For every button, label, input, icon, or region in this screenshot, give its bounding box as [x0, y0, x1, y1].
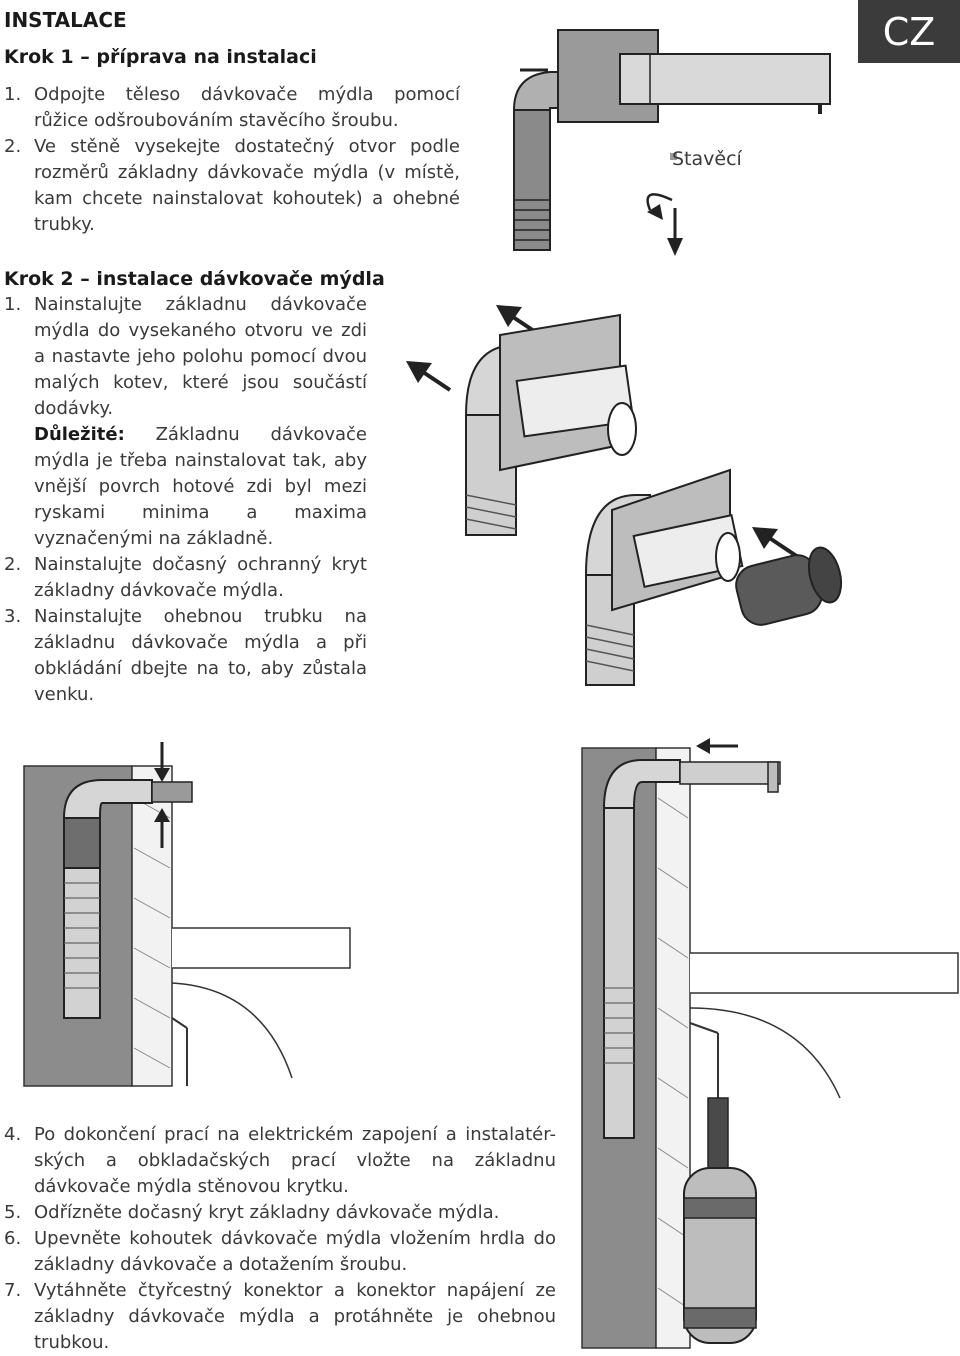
step-text: Nainstalujte základnu dávkovače mýdla do… — [34, 294, 367, 419]
figure-mounted-dispenser — [581, 738, 959, 1349]
step-text: Odřízněte dočasný kryt základny dávkovač… — [34, 1202, 500, 1223]
section-title: INSTALACE — [4, 8, 127, 32]
step-text: Upevněte kohoutek dávkovače mýdla vložen… — [34, 1228, 556, 1275]
arrow-icon — [696, 738, 738, 754]
step-number: 2. — [4, 554, 22, 575]
step-text: Po dokončení prací na elektrickém zapoje… — [34, 1124, 556, 1197]
step-number: 4. — [4, 1124, 22, 1145]
language-badge: CZ — [858, 0, 960, 63]
step-text: Ve stěně vysekejte dostatečný otvor podl… — [34, 136, 460, 235]
step3-item: 6. Upevněte kohoutek dávkovače mýdla vlo… — [4, 1226, 556, 1278]
step-number: 1. — [4, 294, 22, 315]
step-number: 3. — [4, 606, 22, 627]
step-number: 1. — [4, 84, 22, 105]
rotate-icon — [646, 193, 673, 220]
step2-item: 3. Nainstalujte ohebnou trubku na základ… — [4, 604, 367, 708]
step-text: Vytáhněte čtyřcestný konektor a konektor… — [34, 1280, 556, 1353]
step2-item: 1. Nainstalujte základnu dávkovače mýdla… — [4, 292, 367, 552]
step1-item: 1. Odpojte těleso dávkovače mýdla pomocí… — [4, 82, 460, 134]
figure-wall-hose — [23, 742, 351, 1087]
arrow-icon — [406, 361, 452, 392]
step-number: 5. — [4, 1202, 22, 1223]
figure-base-installation — [406, 305, 843, 686]
step-text: Nainstalujte dočasný ochranný kryt zákla… — [34, 554, 367, 601]
soap-container — [683, 1097, 757, 1344]
arrow-icon — [154, 808, 170, 848]
set-screw-label: Stavěcí — [672, 148, 742, 170]
step1-item: 2. Ve stěně vysekejte dostatečný otvor p… — [4, 134, 460, 238]
step3-item: 5. Odřízněte dočasný kryt základny dávko… — [4, 1200, 556, 1226]
step1-title: Krok 1 – příprava na instalaci — [4, 46, 317, 68]
step-number: 6. — [4, 1228, 22, 1249]
arrow-icon — [154, 742, 170, 782]
step3-item: 7. Vytáhněte čtyřcestný konektor a konek… — [4, 1278, 556, 1356]
set-screw-marker — [670, 153, 677, 160]
step-number: 7. — [4, 1280, 22, 1301]
figure-faucet-removal — [512, 29, 831, 256]
step-number: 2. — [4, 136, 22, 157]
arrow-icon — [752, 527, 800, 559]
important-text: Základnu dávkovače mýdla je třeba nainst… — [34, 424, 367, 549]
protective-cover — [735, 546, 843, 626]
step2-list: 1. Nainstalujte základnu dávkovače mýdla… — [4, 292, 367, 708]
step2-title: Krok 2 – instalace dávkovače mýdla — [4, 268, 385, 290]
arrow-icon — [667, 208, 683, 256]
step1-list: 1. Odpojte těleso dávkovače mýdla pomocí… — [4, 82, 460, 238]
step-text: Nainstalujte ohebnou trubku na základnu … — [34, 606, 367, 705]
important-label: Důležité: — [34, 424, 125, 445]
step3-list: 4. Po dokončení prací na elektrickém zap… — [4, 1122, 556, 1356]
step2-item: 2. Nainstalujte dočasný ochranný kryt zá… — [4, 552, 367, 604]
step-text: Odpojte těleso dávkovače mýdla pomocí rů… — [34, 84, 460, 131]
step3-item: 4. Po dokončení prací na elektrickém zap… — [4, 1122, 556, 1200]
